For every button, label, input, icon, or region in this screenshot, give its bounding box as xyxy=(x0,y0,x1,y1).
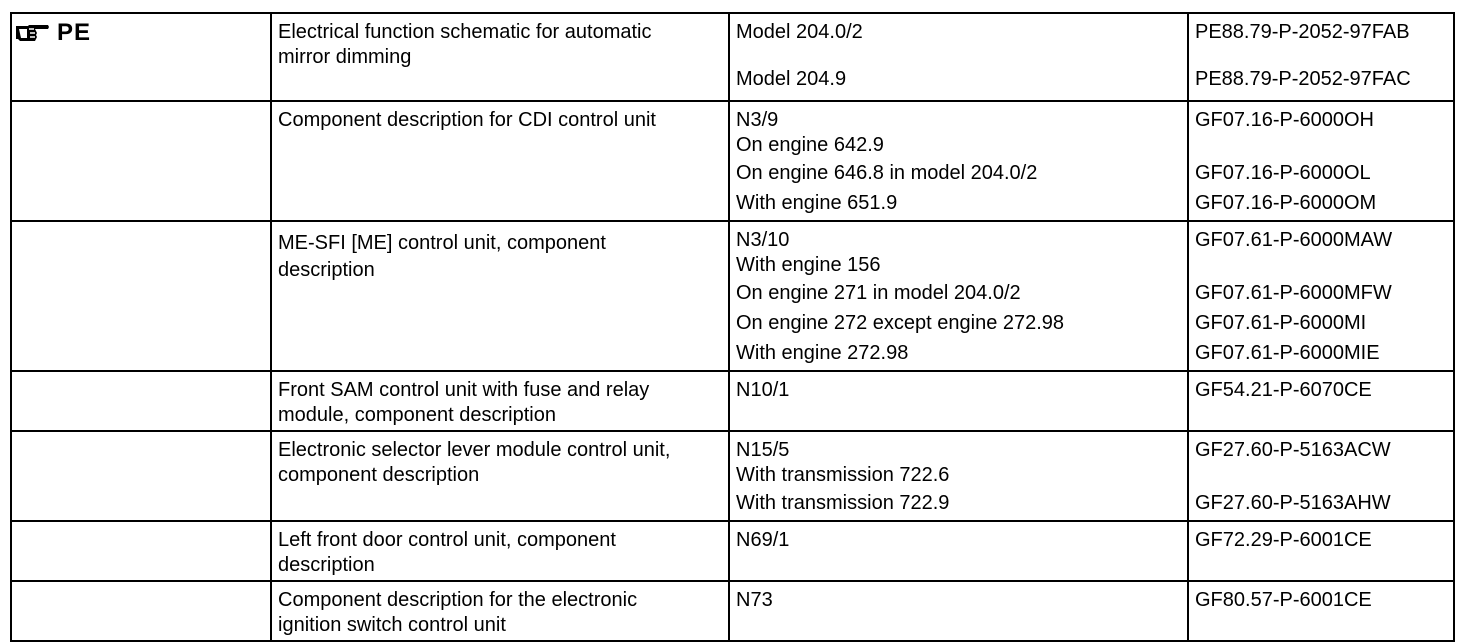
description-line: Component description for the electronic xyxy=(278,589,638,611)
applicability-line: N73 xyxy=(736,589,773,611)
marker-cell xyxy=(10,100,272,222)
applicability-line: Model 204.9 xyxy=(736,68,847,90)
document-cell: GF72.29-P-6001CE xyxy=(1187,520,1455,582)
applicability-line: With engine 156 xyxy=(736,254,881,276)
marker-cell: PE xyxy=(10,12,272,102)
table-row: Component description for the electronic… xyxy=(10,580,1455,642)
applicability-cell: N15/5 With transmission 722.6 With trans… xyxy=(728,430,1189,522)
table-row: PE Electrical function schematic for aut… xyxy=(10,12,1455,102)
table-row: ME-SFI [ME] control unit, component desc… xyxy=(10,220,1455,372)
applicability-cell: N3/10 With engine 156 On engine 271 in m… xyxy=(728,220,1189,372)
marker-cell xyxy=(10,370,272,432)
applicability-line: With engine 272.98 xyxy=(736,342,909,364)
description-line: ME-SFI [ME] control unit, component xyxy=(278,232,606,254)
description-line: component description xyxy=(278,464,480,486)
description-line: Component description for CDI control un… xyxy=(278,109,656,131)
applicability-line: Model 204.0/2 xyxy=(736,21,863,43)
applicability-cell: N3/9 On engine 642.9 On engine 646.8 in … xyxy=(728,100,1189,222)
document-cell: GF80.57-P-6001CE xyxy=(1187,580,1455,642)
document-number: GF07.61-P-6000MIE xyxy=(1195,342,1380,364)
description-cell: Electrical function schematic for automa… xyxy=(270,12,730,102)
applicability-line: With engine 651.9 xyxy=(736,192,898,214)
description-line: description xyxy=(278,259,375,281)
applicability-cell: N69/1 xyxy=(728,520,1189,582)
marker-cell xyxy=(10,220,272,372)
description-line: Electrical function schematic for automa… xyxy=(278,21,652,43)
document-cell: GF07.16-P-6000OH GF07.16-P-6000OL GF07.1… xyxy=(1187,100,1455,222)
applicability-line: N15/5 xyxy=(736,439,790,461)
marker-cell xyxy=(10,430,272,522)
document-cell: GF27.60-P-5163ACW GF27.60-P-5163AHW xyxy=(1187,430,1455,522)
table-row: Electronic selector lever module control… xyxy=(10,430,1455,522)
marker-cell xyxy=(10,580,272,642)
pe-label: PE xyxy=(57,19,92,46)
description-line: mirror dimming xyxy=(278,46,412,68)
document-gap xyxy=(1195,45,1447,67)
description-line: Left front door control unit, component xyxy=(278,529,616,551)
description-line: module, component description xyxy=(278,404,556,426)
applicability-cell: N73 xyxy=(728,580,1189,642)
document-cell: GF54.21-P-6070CE xyxy=(1187,370,1455,432)
applicability-line: On engine 642.9 xyxy=(736,134,884,156)
document-number: PE88.79-P-2052-97FAB xyxy=(1195,21,1410,43)
description-line: ignition switch control unit xyxy=(278,614,506,636)
description-line: Front SAM control unit with fuse and rel… xyxy=(278,379,650,401)
applicability-line: On engine 272 except engine 272.98 xyxy=(736,312,1065,334)
document-number: GF72.29-P-6001CE xyxy=(1195,529,1372,551)
document-number: GF07.16-P-6000OL xyxy=(1195,162,1371,184)
table-row: Left front door control unit, component … xyxy=(10,520,1455,582)
description-cell: Electronic selector lever module control… xyxy=(270,430,730,522)
document-number: PE88.79-P-2052-97FAC xyxy=(1195,68,1411,90)
table-row: Front SAM control unit with fuse and rel… xyxy=(10,370,1455,432)
document-cell: PE88.79-P-2052-97FAB PE88.79-P-2052-97FA… xyxy=(1187,12,1455,102)
applicability-cell: Model 204.0/2 Model 204.9 xyxy=(728,12,1189,102)
document-number: GF07.61-P-6000MAW xyxy=(1195,229,1393,251)
pe-marker: PE xyxy=(15,20,264,46)
description-cell: Component description for the electronic… xyxy=(270,580,730,642)
document-number: GF07.16-P-6000OH xyxy=(1195,109,1374,131)
reference-table: PE Electrical function schematic for aut… xyxy=(10,12,1455,642)
description-cell: ME-SFI [ME] control unit, component desc… xyxy=(270,220,730,372)
document-gap xyxy=(1195,463,1447,488)
document-gap xyxy=(1195,253,1447,278)
document-number: GF80.57-P-6001CE xyxy=(1195,589,1372,611)
document-number: GF07.61-P-6000MFW xyxy=(1195,282,1392,304)
applicability-cell: N10/1 xyxy=(728,370,1189,432)
document-number: GF27.60-P-5163AHW xyxy=(1195,492,1391,514)
document-number: GF07.16-P-6000OM xyxy=(1195,192,1377,214)
description-cell: Component description for CDI control un… xyxy=(270,100,730,222)
document-number: GF27.60-P-5163ACW xyxy=(1195,439,1391,461)
description-line: Electronic selector lever module control… xyxy=(278,439,671,461)
applicability-line: On engine 646.8 in model 204.0/2 xyxy=(736,162,1038,184)
description-line: description xyxy=(278,554,375,576)
table-row: Component description for CDI control un… xyxy=(10,100,1455,222)
pointing-hand-icon xyxy=(16,25,49,41)
document-cell: GF07.61-P-6000MAW GF07.61-P-6000MFW GF07… xyxy=(1187,220,1455,372)
applicability-line: With transmission 722.9 xyxy=(736,492,950,514)
applicability-gap xyxy=(736,45,1181,67)
applicability-line: N3/10 xyxy=(736,229,790,251)
description-cell: Front SAM control unit with fuse and rel… xyxy=(270,370,730,432)
applicability-line: With transmission 722.6 xyxy=(736,464,950,486)
applicability-line: N10/1 xyxy=(736,379,790,401)
applicability-line: On engine 271 in model 204.0/2 xyxy=(736,282,1021,304)
applicability-line: N3/9 xyxy=(736,109,779,131)
applicability-line: N69/1 xyxy=(736,529,790,551)
document-number: GF07.61-P-6000MI xyxy=(1195,312,1367,334)
marker-cell xyxy=(10,520,272,582)
document-gap xyxy=(1195,133,1447,158)
document-number: GF54.21-P-6070CE xyxy=(1195,379,1372,401)
description-cell: Left front door control unit, component … xyxy=(270,520,730,582)
